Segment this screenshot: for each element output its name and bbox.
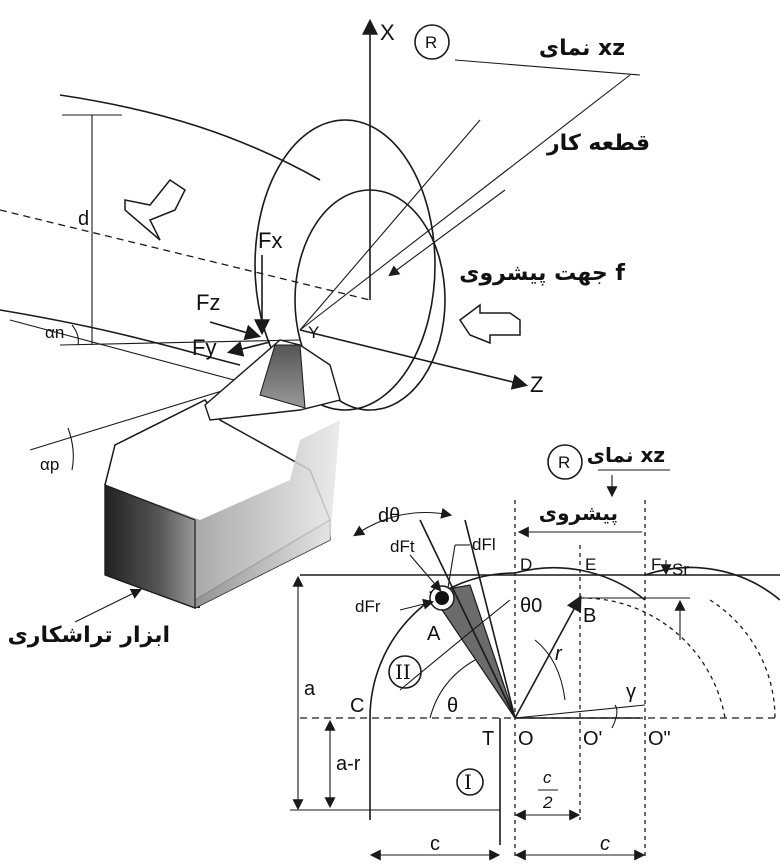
tool-leader xyxy=(74,588,142,623)
gamma-arc xyxy=(611,704,618,729)
z-axis xyxy=(299,329,529,390)
dfr-label: dFr xyxy=(355,597,381,616)
fz-arrow xyxy=(209,321,262,341)
gamma-top-label: Y xyxy=(308,323,319,342)
d-theta-label: dθ xyxy=(378,505,400,527)
workpiece-label: قطعه کار xyxy=(546,131,650,156)
workpiece-end-outer xyxy=(254,119,436,411)
a-r-label: a-r xyxy=(336,753,361,775)
feed-label: پیشروی xyxy=(539,501,618,526)
fy-label: Fy xyxy=(192,335,216,360)
view-r-circle xyxy=(414,24,450,60)
rake-line-2 xyxy=(59,339,301,346)
feed-r-letter: R xyxy=(558,453,570,472)
alpha-n-arc xyxy=(71,324,79,346)
dfl-leader xyxy=(447,544,456,589)
point-A: A xyxy=(427,623,441,645)
arc-3 xyxy=(644,566,780,601)
radius-r-arrow xyxy=(514,595,582,719)
tool-label: ابزار تراشکاری xyxy=(8,623,170,648)
tool-shank-front xyxy=(104,484,196,609)
theta0-label: θ0 xyxy=(520,595,542,617)
theta-arc xyxy=(429,659,476,719)
dft-label: dFt xyxy=(390,537,415,556)
workpiece-bottom-edge xyxy=(0,309,241,366)
point-B: B xyxy=(583,605,596,627)
arc-1 xyxy=(514,566,646,601)
gamma-line xyxy=(514,704,646,719)
c-half-num: c xyxy=(543,768,552,787)
point-E: E xyxy=(585,555,596,574)
fx-label: Fx xyxy=(258,228,282,253)
c-left-label: c xyxy=(430,833,440,855)
region-ii-circle xyxy=(388,655,422,689)
workpiece-top-edge xyxy=(59,94,321,181)
point-C: C xyxy=(350,695,364,717)
arc-2-dashed xyxy=(579,597,726,719)
fz-label: Fz xyxy=(196,290,220,315)
region-i-circle xyxy=(456,768,484,796)
feed-arrow-icon xyxy=(458,303,521,345)
tool-wedge xyxy=(259,344,306,409)
feed-view-label: نمای xz xyxy=(587,443,665,467)
workpiece-axis xyxy=(0,209,371,301)
workpiece-arrow xyxy=(388,189,506,277)
arc-4-dashed xyxy=(709,599,776,719)
radius-line-2 xyxy=(464,519,516,719)
point-F: F xyxy=(651,555,661,574)
theta0-arc xyxy=(534,639,566,701)
d-label: d xyxy=(78,208,89,230)
x-axis-label: X xyxy=(380,20,395,45)
force-point-inner xyxy=(435,591,449,605)
view-underline xyxy=(454,59,641,76)
view-r-letter: R xyxy=(425,33,437,52)
region-i-label: I xyxy=(464,770,472,794)
radius-r-label: r xyxy=(555,643,563,665)
radius-line-1 xyxy=(419,519,516,719)
dft-arrow xyxy=(409,554,442,592)
feed-r-circle xyxy=(547,444,583,480)
theta-label: θ xyxy=(447,695,458,717)
fy-arrow xyxy=(226,341,271,357)
top-figure: X Z R نمای xz قطعه کار جهت پیشروی f d Fx… xyxy=(0,18,650,648)
z-axis-label: Z xyxy=(530,372,543,397)
c-half-den: 2 xyxy=(542,793,553,812)
sr-label: Sr xyxy=(672,560,689,579)
a-label: a xyxy=(304,678,316,700)
feed-direction-label: جهت پیشروی f xyxy=(459,261,625,286)
workpiece-leader xyxy=(299,119,481,331)
bottom-figure: R نمای xz پیشروی I xyxy=(290,443,780,861)
theta-arc-outer xyxy=(399,599,511,691)
view-leader xyxy=(299,74,631,331)
point-D: D xyxy=(520,555,532,574)
view-xz-label: نمای xz xyxy=(539,36,625,61)
region-ii-label: II xyxy=(395,660,411,684)
arc-region-ii xyxy=(369,572,516,719)
dfr-arrow xyxy=(399,598,435,611)
c-right-label: c xyxy=(600,833,610,855)
alpha-n-label: αn xyxy=(45,323,64,342)
alpha-p-label: αp xyxy=(40,455,59,474)
point-O2: O" xyxy=(648,728,671,750)
d-theta-arc xyxy=(353,507,453,537)
point-O1: O' xyxy=(583,728,602,750)
gamma-label: γ xyxy=(626,681,636,703)
point-O: O xyxy=(518,728,534,750)
rotation-arrow-icon xyxy=(124,178,186,241)
dfl-label: dFl xyxy=(472,535,496,554)
alpha-p-arc xyxy=(67,427,74,471)
point-T: T xyxy=(482,728,494,750)
